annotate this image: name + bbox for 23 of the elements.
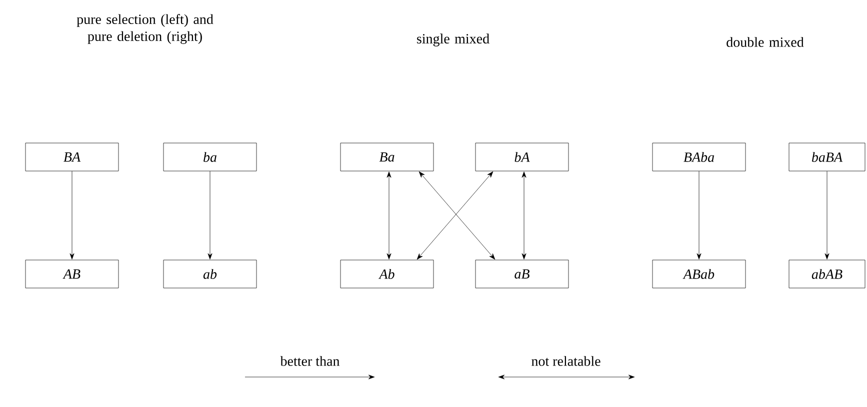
- state-box: aB: [475, 260, 569, 288]
- arrow: [696, 171, 702, 260]
- state-box: BA: [25, 142, 119, 172]
- arrow: [824, 171, 830, 260]
- column-heading: single mixed: [417, 34, 490, 46]
- state-box: baBA: [788, 142, 866, 172]
- column-heading: double mixed: [726, 37, 804, 47]
- state-box: Ab: [340, 260, 434, 288]
- state-box: Ba: [340, 142, 434, 172]
- arrow: [70, 171, 74, 260]
- state-box: ab: [163, 260, 257, 288]
- state-box: ABab: [652, 260, 746, 288]
- state-box: BAba: [652, 142, 746, 172]
- state-box: abAB: [788, 260, 866, 288]
- state-box: AB: [25, 260, 119, 288]
- arrow: [208, 171, 212, 260]
- legend-label: better than: [280, 356, 340, 366]
- legend-label: not relatable: [532, 356, 600, 366]
- state-box: ba: [163, 142, 257, 172]
- state-box: bA: [475, 142, 569, 172]
- arrow: [386, 172, 392, 260]
- column-heading: pure selection (left) and pure deletion (right): [76, 14, 214, 44]
- arrow: [522, 172, 526, 260]
